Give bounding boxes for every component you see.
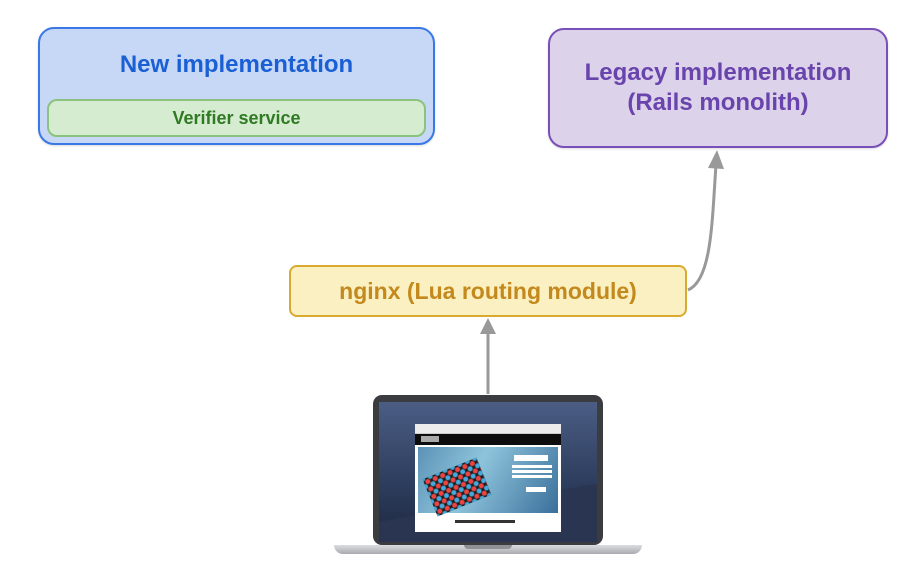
- palette-image: [422, 457, 492, 517]
- nginx-to-legacy-arrow: [687, 164, 718, 292]
- browser-window-thumbnail: [415, 424, 561, 532]
- hero-banner-image: [418, 447, 558, 517]
- laptop-notch: [464, 545, 512, 549]
- nginx-to-legacy-arrowhead: [708, 150, 724, 169]
- verifier-service-box: Verifier service: [47, 99, 426, 137]
- legacy-subtitle: (Rails monolith): [627, 89, 809, 116]
- legacy-implementation-box: Legacy implementation (Rails monolith): [548, 28, 888, 148]
- new-implementation-title: New implementation: [119, 51, 354, 78]
- laptop-icon: [334, 395, 642, 555]
- laptop-to-nginx-arrowhead: [480, 318, 496, 334]
- laptop-screen: [379, 402, 597, 542]
- nginx-box: nginx (Lua routing module): [289, 265, 687, 317]
- laptop-base: [334, 545, 642, 554]
- legacy-title: Legacy implementation: [584, 59, 852, 86]
- new-implementation-box: New implementation Verifier service: [38, 27, 435, 145]
